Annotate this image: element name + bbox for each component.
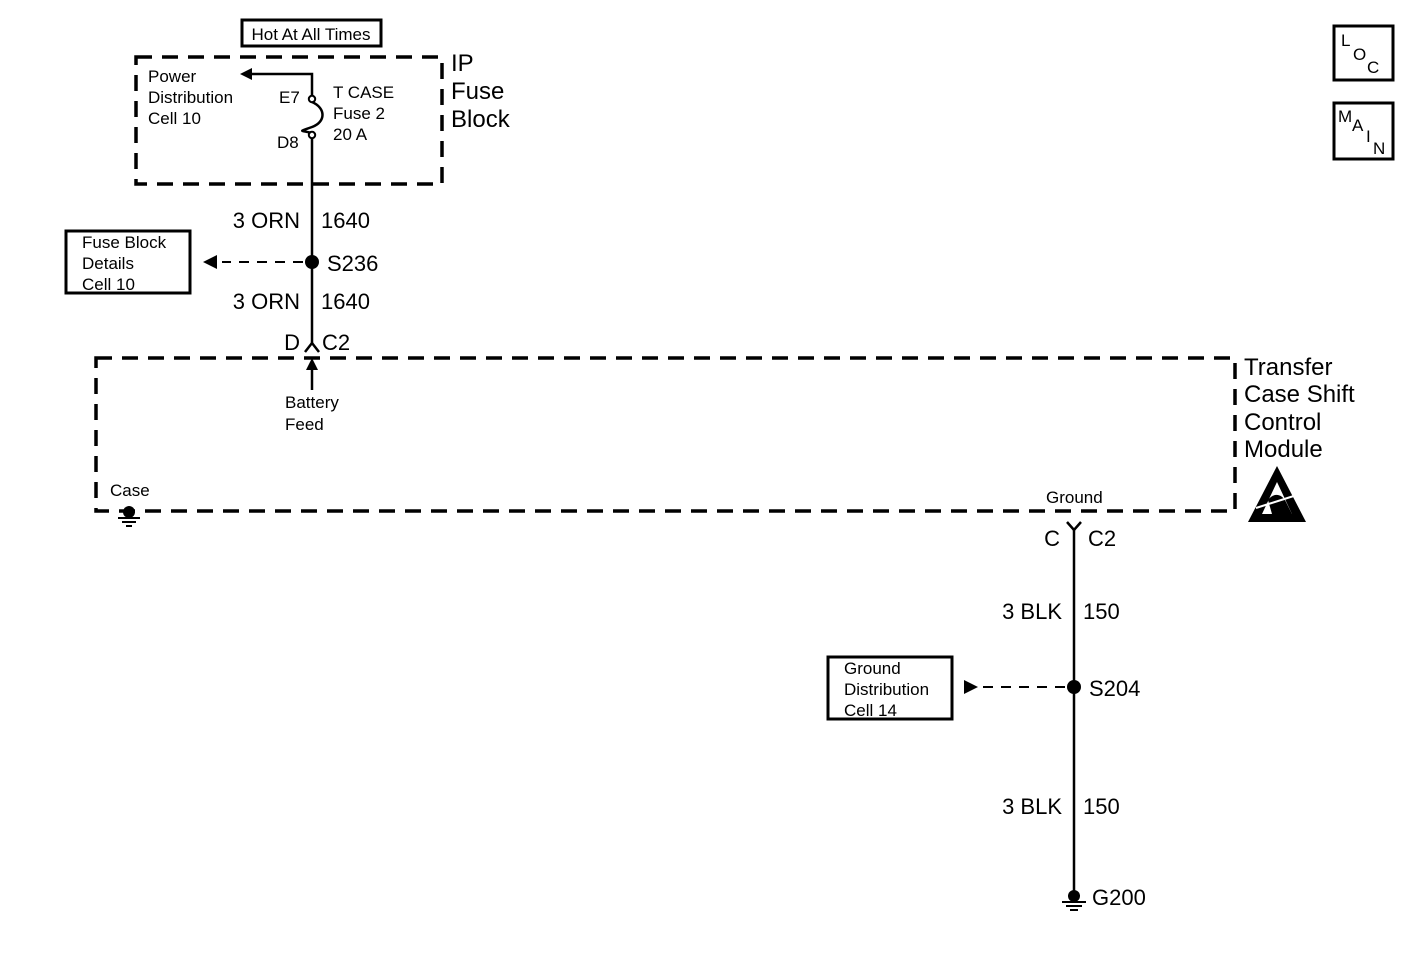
power-ref-arrow-icon <box>240 68 252 80</box>
loc-letter-c: C <box>1367 58 1379 77</box>
wire-upper-1-color: 3 ORN <box>233 208 300 233</box>
connector-bottom-pin: C <box>1044 526 1060 551</box>
ground-distribution-ref[interactable]: Ground Distribution Cell 14 <box>826 655 954 721</box>
wire-lower-2-color: 3 BLK <box>1002 794 1062 819</box>
wire-lower-1-circuit: 150 <box>1083 599 1120 624</box>
loc-letter-l: L <box>1341 31 1350 50</box>
fuse-details-ref-1: Fuse Block <box>82 233 167 252</box>
esd-warning-icon <box>1248 466 1306 522</box>
main-letter-a: A <box>1352 116 1364 135</box>
connector-top-name: C2 <box>322 330 350 355</box>
loc-letter-o: O <box>1353 45 1366 64</box>
ground-dist-ref-2: Distribution <box>844 680 929 699</box>
main-letter-n: N <box>1373 139 1385 158</box>
loc-button[interactable]: L O C <box>1332 24 1395 82</box>
fuse-number: Fuse 2 <box>333 104 385 123</box>
splice-s204-label: S204 <box>1089 676 1140 701</box>
ground-dist-arrow-icon <box>964 680 978 694</box>
case-label: Case <box>110 481 150 500</box>
fuse-details-arrow-icon <box>203 255 217 269</box>
connector-bottom-icon <box>1066 521 1082 532</box>
connector-bottom-name: C2 <box>1088 526 1116 551</box>
ip-fuse-block: IP Fuse Block Power Distribution Cell 10… <box>134 50 511 186</box>
pin-d8: D8 <box>277 133 299 152</box>
ip-fuse-block-title-3: Block <box>451 106 511 133</box>
wire-lower-1-color: 3 BLK <box>1002 599 1062 624</box>
ip-fuse-block-title-1: IP <box>451 50 474 77</box>
fuse-icon <box>301 100 324 135</box>
module-title-4: Module <box>1244 436 1323 463</box>
hot-label-text: Hot At All Times <box>251 25 370 44</box>
ground-g200-icon <box>1062 890 1086 911</box>
connector-top-pin: D <box>284 330 300 355</box>
fuse-details-ref-2: Details <box>82 254 134 273</box>
wire-upper-2-color: 3 ORN <box>233 289 300 314</box>
ground-g200-label: G200 <box>1092 885 1146 910</box>
module-title-2: Case Shift <box>1244 381 1355 408</box>
ground-label: Ground <box>1046 488 1103 507</box>
splice-s236-icon <box>305 255 319 269</box>
connector-top-icon <box>304 340 320 353</box>
fuse-block-details-ref[interactable]: Fuse Block Details Cell 10 <box>64 229 192 295</box>
wire-upper-1-circuit: 1640 <box>321 208 370 233</box>
pin-e7: E7 <box>279 88 300 107</box>
module-title-1: Transfer <box>1244 354 1332 381</box>
fuse-details-ref-3: Cell 10 <box>82 275 135 294</box>
wire-lower-2-circuit: 150 <box>1083 794 1120 819</box>
power-distribution-ref-1: Power <box>148 67 197 86</box>
transfer-case-module: Transfer Case Shift Control Module Batte… <box>94 354 1355 527</box>
ground-dist-ref-3: Cell 14 <box>844 701 897 720</box>
splice-s204-icon <box>1067 680 1081 694</box>
battery-feed-label-2: Feed <box>285 415 324 434</box>
main-letter-m: M <box>1338 107 1352 126</box>
wire-upper-2-circuit: 1640 <box>321 289 370 314</box>
main-letter-i: I <box>1366 127 1371 146</box>
power-distribution-ref-3: Cell 10 <box>148 109 201 128</box>
battery-feed-label-1: Battery <box>285 393 339 412</box>
fuse-name: T CASE <box>333 83 394 102</box>
ground-dist-ref-1: Ground <box>844 659 901 678</box>
module-title-3: Control <box>1244 409 1321 436</box>
splice-s236-label: S236 <box>327 251 378 276</box>
battery-feed-arrow-icon <box>306 358 318 370</box>
fuse-rating: 20 A <box>333 125 368 144</box>
case-ground-icon <box>118 506 140 527</box>
power-distribution-ref-2: Distribution <box>148 88 233 107</box>
ip-fuse-block-title-2: Fuse <box>451 78 504 105</box>
main-button[interactable]: M A I N <box>1332 101 1395 161</box>
hot-at-all-times-label: Hot At All Times <box>240 18 383 48</box>
